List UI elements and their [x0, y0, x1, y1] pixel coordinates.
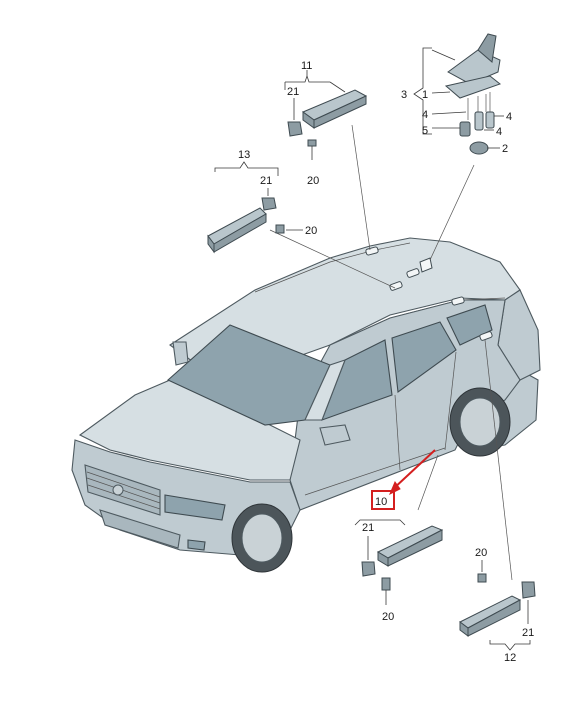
callout-20-c: 20 [382, 611, 394, 623]
callout-21-d: 21 [522, 627, 534, 639]
clip-21-c [361, 561, 376, 577]
vehicle-front-wheel [231, 503, 293, 573]
antenna-seal-2 [469, 141, 489, 155]
vehicle-side-window-rear [391, 321, 457, 393]
callout-21-a: 21 [287, 86, 299, 98]
vehicle-rear-wheel [449, 387, 511, 457]
vehicle-illustration [71, 237, 541, 573]
callout-3: 3 [401, 89, 407, 101]
vehicle-badge-logo [112, 484, 124, 496]
callout-5: 5 [422, 125, 428, 137]
control-module-11 [284, 70, 368, 160]
callout-4-b: 4 [506, 111, 512, 123]
callout-4-c: 4 [496, 126, 502, 138]
callout-20-b: 20 [305, 225, 317, 237]
callout-21-c: 21 [362, 522, 374, 534]
vehicle-hood [78, 379, 301, 481]
roof-antenna-assembly [413, 33, 504, 155]
control-module-10 [354, 519, 444, 605]
callout-20-a: 20 [307, 175, 319, 187]
highlight-part-10 [371, 449, 436, 510]
callout-2: 2 [502, 143, 508, 155]
callout-1: 1 [422, 89, 428, 101]
control-module-13 [207, 161, 303, 254]
callout-13: 13 [238, 149, 250, 161]
screw-20-d [477, 560, 487, 583]
leader-lines [269, 124, 513, 581]
callout-12: 12 [504, 652, 516, 664]
clip-21-b [261, 197, 277, 211]
clip-21-d [521, 581, 536, 599]
screw-20-b [275, 224, 303, 234]
screw-20-c [381, 577, 391, 605]
callout-10: 10 [375, 496, 387, 508]
callout-11: 11 [301, 60, 312, 72]
clip-21-a [287, 121, 303, 137]
callout-21-b: 21 [260, 175, 272, 187]
callout-4-a: 4 [422, 109, 428, 121]
vehicle-mirror [319, 424, 351, 446]
screw-20-a [307, 139, 317, 160]
control-module-12 [459, 560, 536, 651]
callout-labels: 11 21 20 13 21 20 3 1 4 5 4 4 2 10 21 20… [238, 60, 534, 664]
antenna-connector-5 [459, 121, 471, 137]
callout-20-d: 20 [475, 547, 487, 559]
